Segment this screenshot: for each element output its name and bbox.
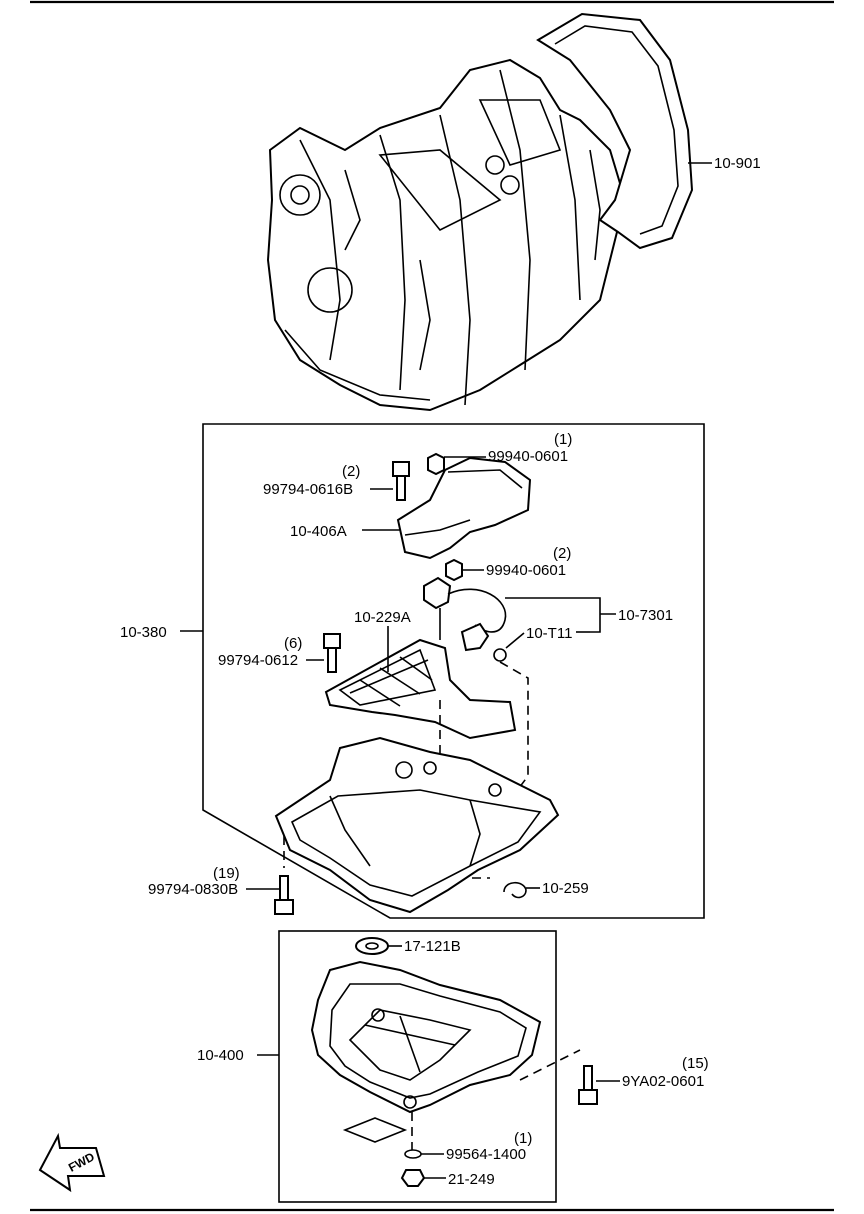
- part-label-99940-0601-top: 99940-0601: [488, 448, 568, 465]
- part-label-10-229A: 10-229A: [354, 609, 411, 626]
- part-label-99794-0612: 99794-0612: [218, 652, 298, 669]
- drain-plug-21-249: [400, 1169, 426, 1187]
- bolt-99794-0612: [323, 633, 341, 673]
- qty-99794-0830B: (19): [213, 865, 240, 882]
- gasket-10-901-illustration: [536, 12, 694, 250]
- part-label-99794-0830B: 99794-0830B: [148, 881, 238, 898]
- magnet-plate: [342, 1117, 408, 1143]
- bolt-99794-0830B: [274, 875, 294, 915]
- part-label-21-249: 21-249: [448, 1171, 495, 1188]
- qty-99940-0601-lower: (2): [553, 545, 571, 562]
- part-label-10-400: 10-400: [197, 1047, 244, 1064]
- o-ring-10-T11: [493, 648, 507, 662]
- transmission-case-illustration: [266, 58, 627, 412]
- qty-9YA02-0601: (15): [682, 1055, 709, 1072]
- qty-99794-0616B: (2): [342, 463, 360, 480]
- alignment-dashed-4: [519, 1049, 581, 1081]
- washer-17-121B: [355, 937, 389, 955]
- lower-case-10-380: [274, 736, 560, 914]
- nut-99940-0601-top: [427, 452, 445, 476]
- part-label-10-7301: 10-7301: [618, 607, 673, 624]
- nut-99940-0601-lower: [445, 558, 463, 582]
- part-label-10-406A: 10-406A: [290, 523, 347, 540]
- alignment-dashed-2: [499, 661, 529, 801]
- part-label-17-121B: 17-121B: [404, 938, 461, 955]
- part-label-99940-0601-lower: 99940-0601: [486, 562, 566, 579]
- solenoid-harness-10-7301: [423, 576, 507, 652]
- part-label-99564-1400: 99564-1400: [446, 1146, 526, 1163]
- assembly-box-10-380: [202, 423, 705, 919]
- qty-99940-0601-top: (1): [554, 431, 572, 448]
- washer-99564-1400: [404, 1149, 422, 1159]
- part-label-10-901: 10-901: [714, 155, 761, 172]
- qty-99564-1400: (1): [514, 1130, 532, 1147]
- qty-99794-0612: (6): [284, 635, 302, 652]
- alignment-dashed-1: [439, 700, 490, 879]
- part-label-9YA02-0601: 9YA02-0601: [622, 1073, 704, 1090]
- assembly-box-10-400: [278, 930, 557, 1203]
- bolt-9YA02-0601: [578, 1065, 598, 1105]
- part-label-10-259: 10-259: [542, 880, 589, 897]
- fwd-arrow-icon: FWD: [38, 1132, 106, 1193]
- filter-10-406A: [396, 456, 532, 560]
- part-label-10-380: 10-380: [120, 624, 167, 641]
- valve-body-10-229A: [324, 638, 517, 740]
- bolt-99794-0616B: [392, 461, 410, 501]
- part-label-99794-0616B: 99794-0616B: [263, 481, 353, 498]
- oil-pan-10-400: [310, 960, 542, 1114]
- leader-10-T11: [505, 632, 525, 649]
- part-label-10-T11: 10-T11: [526, 625, 572, 642]
- clip-10-259: [503, 881, 527, 899]
- bracket-10-7301: [590, 597, 616, 633]
